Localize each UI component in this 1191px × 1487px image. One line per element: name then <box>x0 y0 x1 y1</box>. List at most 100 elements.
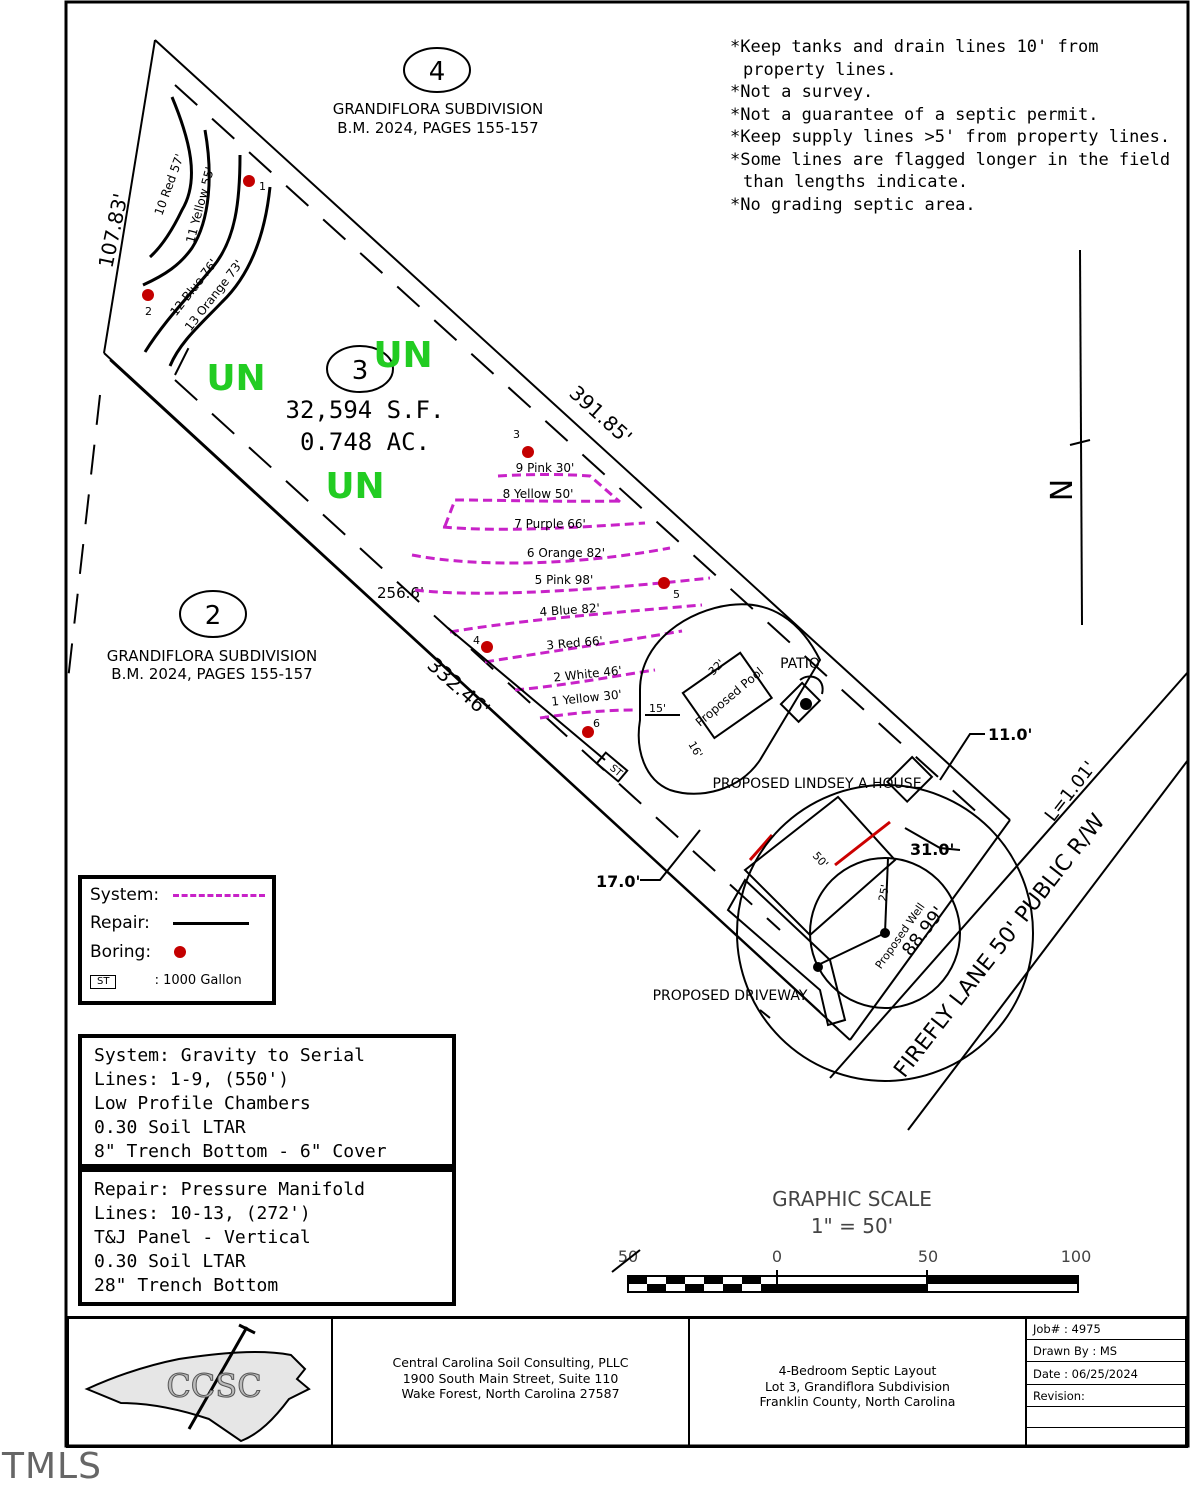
system-line-label: 5 Pink 98' <box>535 573 594 587</box>
system-line-label: 6 Orange 82' <box>527 546 605 560</box>
offset-dimensions <box>640 733 985 881</box>
note-item: *No grading septic area. <box>730 194 976 215</box>
lot2-number: 2 <box>205 601 222 631</box>
note-item: *Keep supply lines >5' from property lin… <box>730 127 1171 147</box>
northeast-boundary-length: 391.85' <box>565 381 637 449</box>
lot4-number: 4 <box>429 57 446 87</box>
dim-11: 11.0' <box>988 725 1032 744</box>
company-logo: CCSC <box>84 1323 311 1443</box>
job-number: Job# : 4975 <box>1027 1319 1188 1340</box>
supply-line <box>447 627 629 783</box>
scale-title: GRAPHIC SCALE <box>772 1187 932 1211</box>
lot4-book: B.M. 2024, PAGES 155-157 <box>337 119 538 137</box>
company-cell: Central Carolina Soil Consulting, PLLC 1… <box>333 1319 690 1445</box>
house-label: PROPOSED LINDSEY A HOUSE <box>712 776 921 792</box>
system-line-label: 8 Yellow 50' <box>503 487 574 501</box>
company-address: 1900 South Main Street, Suite 110 <box>402 1370 619 1386</box>
legend-tank-label: : 1000 Gallon <box>154 973 242 988</box>
dim-50: 50' <box>810 849 831 870</box>
project-title: 4-Bedroom Septic Layout <box>778 1363 937 1378</box>
system-line-label: 7 Purple 66' <box>514 517 586 531</box>
dim-31: 31.0' <box>910 840 954 859</box>
dim-15: 15' <box>649 702 666 715</box>
repair-line-13 <box>168 186 272 367</box>
spec-line: T&J Panel - Vertical <box>94 1227 311 1248</box>
note-item: *Some lines are flagged longer in the fi… <box>730 149 1171 193</box>
setback-lines <box>67 84 981 931</box>
repair-line-label: 10 Red 57' <box>152 152 187 217</box>
borings: 1 2 3 4 5 6 <box>142 175 680 738</box>
scale-bar <box>611 1249 1079 1293</box>
legend-tank: ST : 1000 Gallon <box>90 969 242 993</box>
boring-marker <box>142 289 154 301</box>
driveway-label: PROPOSED DRIVEWAY <box>653 988 808 1004</box>
boring-marker <box>658 577 670 589</box>
septic-tank <box>595 751 629 783</box>
project-lot: Lot 3, Grandiflora Subdivision <box>765 1378 950 1394</box>
info-cell: Job# : 4975 Drawn By : MS Date : 06/25/2… <box>1027 1319 1188 1445</box>
spec-line: 8" Trench Bottom - 6" Cover <box>94 1141 387 1162</box>
project-cell: 4-Bedroom Septic Layout Lot 3, Grandiflo… <box>690 1319 1027 1445</box>
note-item: *Not a survey. <box>730 82 874 102</box>
spec-line: 28" Trench Bottom <box>94 1275 279 1296</box>
lot3-area-sf: 32,594 S.F. <box>286 396 445 424</box>
dim-16: 16' <box>685 739 705 760</box>
legend-boring-label: Boring: <box>90 942 152 962</box>
lot3-number: 3 <box>352 356 369 386</box>
repair-line-11 <box>142 129 211 287</box>
boring-marker <box>243 175 255 187</box>
note-item: *Keep tanks and drain lines 10' from pro… <box>730 37 1099 80</box>
boring-marker <box>582 726 594 738</box>
system-line-swatch <box>172 893 265 897</box>
drawing-date: Date : 06/25/2024 <box>1027 1364 1188 1385</box>
lot4-subdivision: GRANDIFLORA SUBDIVISION <box>333 100 543 118</box>
lot2-circle <box>179 590 247 638</box>
road-right-of-way <box>829 671 1189 1131</box>
drawn-by: Drawn By : MS <box>1027 1341 1188 1362</box>
pool-label: Proposed Pool <box>693 665 766 730</box>
spec-line: Lines: 1-9, (550') <box>94 1069 290 1090</box>
legend-system: System: <box>90 883 265 907</box>
spec-line: System: Gravity to Serial <box>94 1045 365 1066</box>
legend-boring: Boring: <box>90 940 187 964</box>
southwest-boundary-length: 332.46' <box>423 653 495 721</box>
system-line-label: 9 Pink 30' <box>516 461 575 475</box>
boring-number: 2 <box>145 305 152 318</box>
lot4-circle <box>403 47 471 93</box>
repair-spec-box: Repair: Pressure Manifold Lines: 10-13, … <box>78 1168 456 1306</box>
site-notes: *Keep tanks and drain lines 10' from pro… <box>730 36 1180 216</box>
boring-number: 1 <box>259 180 266 193</box>
boring-number: 4 <box>473 634 480 647</box>
title-block: CCSC Central Carolina Soil Consulting, P… <box>66 1316 1188 1448</box>
property-boundary <box>103 39 1011 1041</box>
legend-repair-label: Repair: <box>90 913 150 933</box>
lot2-book: B.M. 2024, PAGES 155-157 <box>111 665 312 683</box>
pool <box>681 651 774 740</box>
boring-number: 6 <box>593 717 600 730</box>
lot3-area-ac: 0.748 AC. <box>300 428 430 456</box>
dim-17: 17.0' <box>596 872 640 891</box>
system-line-label: 1 Yellow 30' <box>551 687 623 708</box>
legend: System: Repair: Boring: ST : 1000 Gallon <box>78 875 276 1005</box>
scale-tick: 100 <box>1061 1247 1092 1266</box>
lot2-subdivision: GRANDIFLORA SUBDIVISION <box>107 647 317 665</box>
repair-line-swatch <box>173 921 250 925</box>
system-line-9 <box>497 473 621 504</box>
scale-tick: 0 <box>772 1247 782 1266</box>
spec-line: 0.30 Soil LTAR <box>94 1117 246 1138</box>
repair-line-10 <box>148 96 193 259</box>
legend-repair: Repair: <box>90 911 250 935</box>
pool-deck <box>637 603 822 795</box>
unsuitable-label: UN <box>325 466 384 507</box>
patio-label: PATIO <box>780 656 820 672</box>
spec-line: Repair: Pressure Manifold <box>94 1179 365 1200</box>
boring-swatch <box>174 946 187 958</box>
scale-tick: 50 <box>918 1247 938 1266</box>
revision: Revision: <box>1027 1386 1188 1407</box>
well-setbacks <box>736 784 1034 1082</box>
dim-25: 25' <box>876 883 892 902</box>
boring-marker <box>481 641 493 653</box>
system-line-6 <box>411 546 671 565</box>
midline-length: 256.6' <box>377 584 424 602</box>
